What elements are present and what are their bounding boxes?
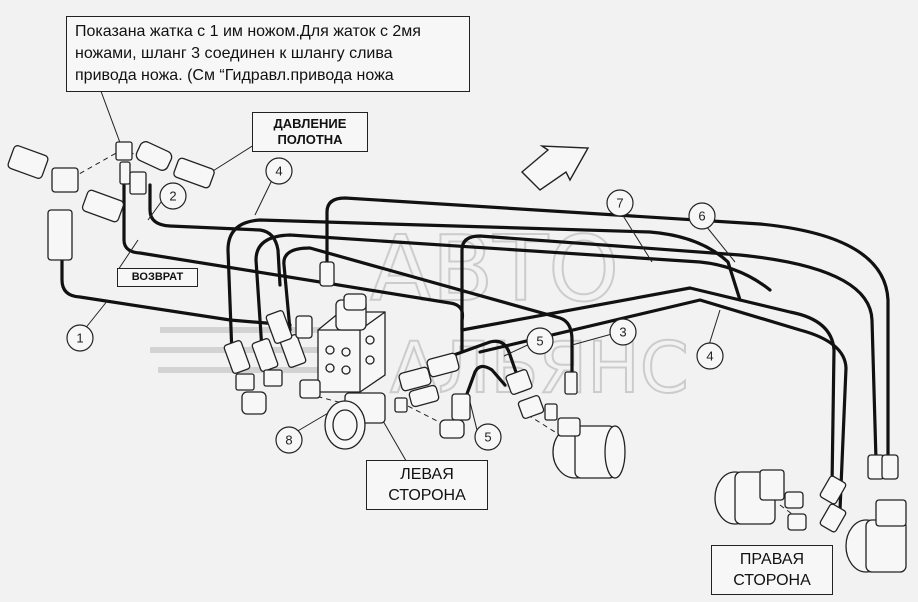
right-side-label: ПРАВАЯ СТОРОНА [711, 545, 833, 595]
svg-text:7: 7 [616, 196, 623, 211]
callout-2: 2 [159, 182, 187, 210]
note-box: Показана жатка с 1 им ножом.Для жаток с … [66, 16, 470, 92]
callout-7: 7 [606, 189, 634, 217]
right-side-label-line: ПРАВАЯ [739, 551, 805, 568]
return-label: ВОЗВРАТ [117, 268, 198, 287]
components [7, 141, 907, 573]
hose-right-a [460, 286, 836, 488]
hose-1 [60, 253, 292, 327]
svg-text:2: 2 [169, 189, 176, 204]
callout-4a: 4 [265, 157, 293, 185]
svg-text:3: 3 [619, 325, 626, 340]
svg-text:4: 4 [706, 349, 713, 364]
callout-5a: 5 [526, 327, 554, 355]
hose-right-b [478, 298, 848, 512]
return-label-text: ВОЗВРАТ [131, 271, 184, 283]
svg-text:5: 5 [484, 430, 491, 445]
note-line: ножами, шланг 3 соединен к шлангу слива [75, 45, 393, 62]
svg-text:5: 5 [536, 334, 543, 349]
svg-text:6: 6 [698, 209, 705, 224]
hose-5a [282, 246, 574, 380]
watermark-line-1: АВТО [370, 217, 619, 322]
left-side-label-line: СТОРОНА [388, 487, 466, 504]
callout-8: 8 [275, 426, 303, 454]
callout-3: 3 [609, 318, 637, 346]
svg-text:8: 8 [285, 433, 292, 448]
note-line: Показана жатка с 1 им ножом.Для жаток с … [75, 23, 421, 40]
right-side-label-line: СТОРОНА [733, 572, 811, 589]
pressure-label: ДАВЛЕНИЕ ПОЛОТНА [252, 112, 368, 152]
note-line: привода ножа. (См “Гидравл.привода ножа [75, 67, 394, 84]
leader-lines [81, 39, 736, 479]
callout-5b: 5 [474, 423, 502, 451]
pressure-label-line: ПОЛОТНА [277, 132, 343, 147]
pressure-label-line: ДАВЛЕНИЕ [273, 116, 347, 131]
callout-4b: 4 [696, 342, 724, 370]
callouts: 1 2 3 4 4 5 5 6 7 8 [66, 157, 724, 454]
left-side-label-line: ЛЕВАЯ [400, 466, 454, 483]
hose-4b [254, 233, 772, 352]
svg-text:4: 4 [275, 164, 282, 179]
direction-arrow-icon [520, 145, 590, 191]
hose-6 [325, 196, 890, 462]
hose-left-c [462, 364, 507, 404]
left-side-label: ЛЕВАЯ СТОРОНА [366, 460, 488, 510]
hose-5b [438, 339, 520, 380]
hose-7 [460, 234, 878, 462]
callout-1: 1 [66, 324, 94, 352]
svg-text:1: 1 [76, 331, 83, 346]
callout-6: 6 [688, 202, 716, 230]
